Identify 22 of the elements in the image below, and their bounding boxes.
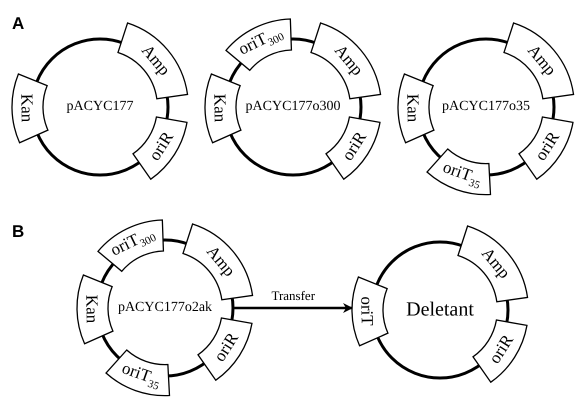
plasmid-name: pACYC177 [66, 99, 134, 115]
gene-segment: Kan [204, 73, 242, 144]
gene-segment: Kan [76, 274, 114, 345]
gene-segment: Kan [11, 73, 49, 144]
gene-segment: Amp [310, 22, 382, 100]
gene-segment: oriT [351, 276, 389, 347]
panel-label: A [12, 14, 24, 34]
gene-segment: oriR [196, 316, 253, 382]
plasmid-name: pACYC177o300 [246, 99, 340, 115]
gene-segment: oriR [472, 318, 528, 384]
panel-label: B [12, 222, 24, 242]
plasmid-name: pACYC177o2ak [118, 300, 212, 316]
gene-segment: Amp [456, 225, 528, 304]
plasmid-name: pACYC177o35 [442, 99, 530, 115]
gene-segment: oriR [132, 116, 188, 180]
gene-segment: oriR [324, 116, 381, 180]
gene-segment: Kan [397, 73, 435, 144]
arrow [234, 303, 353, 313]
gene-segment: oriR [518, 116, 574, 180]
gene-segment: Amp [116, 22, 188, 100]
gene-segment: Amp [502, 22, 574, 100]
gene-segment: Amp [182, 223, 254, 302]
